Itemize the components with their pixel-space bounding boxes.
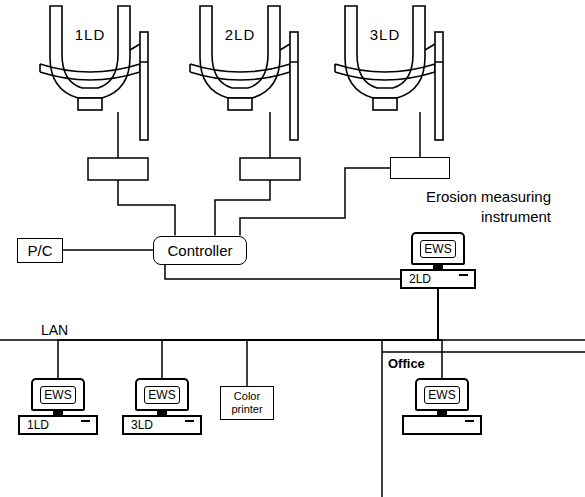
instrument-box: Erosion measuring instrument	[390, 157, 450, 179]
node-text: EWS	[424, 386, 459, 404]
controller-box: Controller	[153, 236, 246, 265]
signal-line	[58, 289, 438, 378]
converter-drawing	[40, 2, 140, 112]
probe-arm	[425, 44, 443, 62]
node-text: 1LD	[27, 417, 96, 433]
drive-slot	[465, 420, 474, 422]
instrument-box	[240, 158, 300, 180]
trunnion-ring	[190, 64, 290, 80]
vessel-shell	[345, 6, 425, 98]
workstation: EWS 3LD	[122, 378, 202, 435]
drive-slot	[81, 420, 90, 422]
workstation: EWS	[402, 378, 482, 435]
workstation: EWS 2LD	[400, 232, 476, 289]
node-text: EWS	[40, 386, 75, 404]
instrument-box	[88, 158, 148, 180]
sensor-probe	[435, 32, 443, 140]
signal-line	[438, 289, 442, 378]
pc-box: P/C	[17, 238, 62, 263]
printer: Color printer	[220, 386, 274, 420]
vessel-shell	[200, 6, 280, 98]
node-text: Erosion measuring instrument	[399, 187, 551, 227]
node-text: 1LD	[40, 26, 140, 43]
monitor-screen: EWS	[135, 378, 188, 411]
converter-vessel: 1LD	[40, 2, 140, 112]
workstation-base: 2LD	[400, 269, 476, 289]
signal-line	[419, 112, 421, 157]
sensor-probe	[290, 32, 298, 140]
converter-drawing	[335, 2, 435, 112]
workstation-base: 3LD	[122, 415, 202, 435]
trunnion-ring	[40, 64, 140, 80]
node-text: 3LD	[131, 417, 200, 433]
office-boundary	[382, 351, 585, 353]
monitor-screen: EWS	[415, 378, 468, 411]
signal-line	[162, 289, 438, 378]
signal-line	[165, 265, 400, 280]
monitor-screen: EWS	[411, 232, 464, 265]
area-label: Office	[387, 356, 426, 371]
signal-line	[247, 289, 438, 386]
node-text: Color printer	[223, 390, 271, 416]
node-text: Controller	[167, 242, 232, 259]
probe-arm	[280, 44, 298, 62]
vessel-shell	[50, 6, 130, 98]
node-text: 3LD	[335, 26, 435, 43]
network-label: LAN	[40, 322, 69, 338]
node-text: 2LD	[409, 271, 474, 287]
converter-vessel: 3LD	[335, 2, 435, 112]
workstation: EWS 1LD	[18, 378, 98, 435]
trunnion-ring	[335, 64, 435, 80]
converter-vessel: 2LD	[190, 2, 290, 112]
monitor-screen: EWS	[31, 378, 84, 411]
node-text: EWS	[144, 386, 179, 404]
drive-slot	[185, 420, 194, 422]
workstation-base	[402, 415, 482, 435]
sensor-probe	[140, 32, 148, 140]
node-text: EWS	[420, 240, 455, 258]
drive-slot	[459, 274, 468, 276]
node-text: 2LD	[190, 26, 290, 43]
tap-block	[78, 98, 102, 110]
workstation-base: 1LD	[18, 415, 98, 435]
converter-drawing	[190, 2, 290, 112]
signal-line	[63, 249, 154, 251]
probe-arm	[130, 44, 148, 62]
node-text: P/C	[27, 242, 52, 259]
office-boundary	[381, 340, 383, 497]
tap-block	[228, 98, 252, 110]
tap-block	[373, 98, 397, 110]
